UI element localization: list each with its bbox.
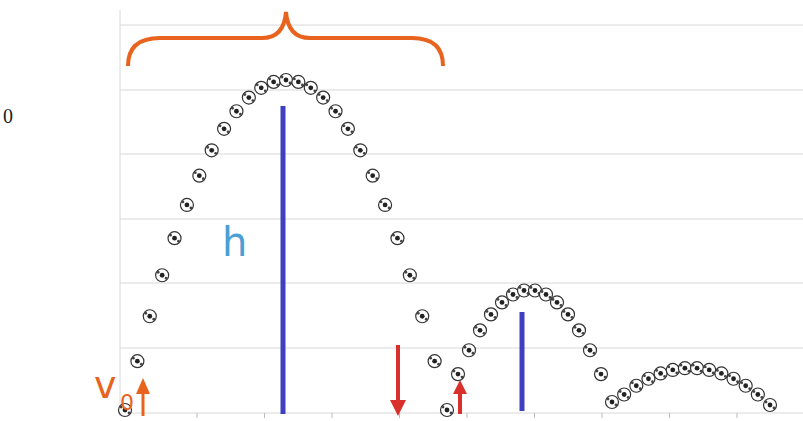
soccer-ball: [168, 232, 181, 245]
arrow-head: [453, 380, 467, 394]
soccer-ball: [366, 169, 379, 182]
soccer-ball: [678, 362, 691, 375]
soccer-ball: [180, 198, 193, 211]
soccer-ball: [205, 144, 218, 157]
soccer-ball: [474, 324, 487, 337]
soccer-ball: [317, 91, 330, 104]
ball-trajectory: [119, 74, 777, 417]
velocity-arrow: [142, 392, 145, 416]
arrow-head: [136, 378, 150, 394]
grid-line: [120, 348, 803, 349]
soccer-ball: [230, 105, 243, 118]
tick-mark: [602, 413, 603, 418]
soccer-ball: [715, 367, 728, 380]
tick-mark: [737, 413, 738, 418]
soccer-ball: [595, 368, 608, 381]
velocity-subscript: 0: [120, 392, 134, 414]
grid-line: [120, 219, 803, 220]
soccer-ball: [463, 344, 476, 357]
velocity-label: v: [94, 366, 117, 404]
soccer-ball: [764, 399, 777, 412]
soccer-ball: [379, 198, 392, 211]
arrow-head: [390, 400, 406, 416]
soccer-ball: [630, 379, 643, 392]
soccer-ball: [341, 122, 354, 135]
soccer-ball: [584, 344, 597, 357]
soccer-ball: [416, 310, 429, 323]
soccer-ball: [218, 122, 231, 135]
soccer-ball: [727, 372, 740, 385]
velocity-arrow: [396, 345, 400, 402]
soccer-ball: [156, 269, 169, 282]
soccer-ball: [703, 363, 716, 376]
soccer-ball: [403, 269, 416, 282]
axis-number: 0: [3, 106, 13, 126]
soccer-ball: [606, 396, 619, 409]
grid-line: [120, 283, 803, 284]
grid-lines: [120, 10, 803, 418]
soccer-ball: [654, 367, 667, 380]
span-bracket: [128, 12, 443, 66]
soccer-ball: [485, 308, 498, 321]
velocity-arrow: [458, 392, 462, 414]
soccer-ball: [642, 372, 655, 385]
soccer-ball: [428, 355, 441, 368]
soccer-ball: [739, 379, 752, 392]
tick-mark: [332, 413, 333, 418]
soccer-ball: [691, 362, 704, 375]
height-line: [281, 106, 286, 414]
soccer-ball: [391, 232, 404, 245]
soccer-ball: [540, 288, 553, 301]
soccer-ball: [354, 144, 367, 157]
grid-line: [120, 154, 803, 155]
soccer-ball: [143, 310, 156, 323]
soccer-ball: [193, 169, 206, 182]
tick-mark: [264, 413, 265, 418]
axis-line: [120, 10, 121, 416]
soccer-ball: [242, 91, 255, 104]
soccer-ball: [267, 75, 280, 88]
soccer-ball: [280, 74, 293, 87]
soccer-ball: [441, 404, 454, 417]
soccer-ball: [562, 308, 575, 321]
soccer-ball: [573, 324, 586, 337]
soccer-ball: [618, 388, 631, 401]
tick-mark: [669, 413, 670, 418]
soccer-ball: [751, 388, 764, 401]
soccer-ball: [304, 81, 317, 94]
soccer-ball: [551, 296, 564, 309]
soccer-ball: [666, 363, 679, 376]
tick-mark: [399, 413, 400, 418]
soccer-ball: [131, 355, 144, 368]
height-label: h: [222, 222, 247, 262]
soccer-ball: [496, 296, 509, 309]
soccer-ball: [452, 368, 465, 381]
grid-line: [120, 25, 803, 26]
tick-mark: [197, 413, 198, 418]
height-line: [520, 312, 525, 411]
soccer-ball: [255, 81, 268, 94]
soccer-ball: [329, 105, 342, 118]
grid-line: [120, 90, 803, 91]
soccer-ball: [292, 75, 305, 88]
tick-mark: [467, 413, 468, 418]
tick-mark: [534, 413, 535, 418]
